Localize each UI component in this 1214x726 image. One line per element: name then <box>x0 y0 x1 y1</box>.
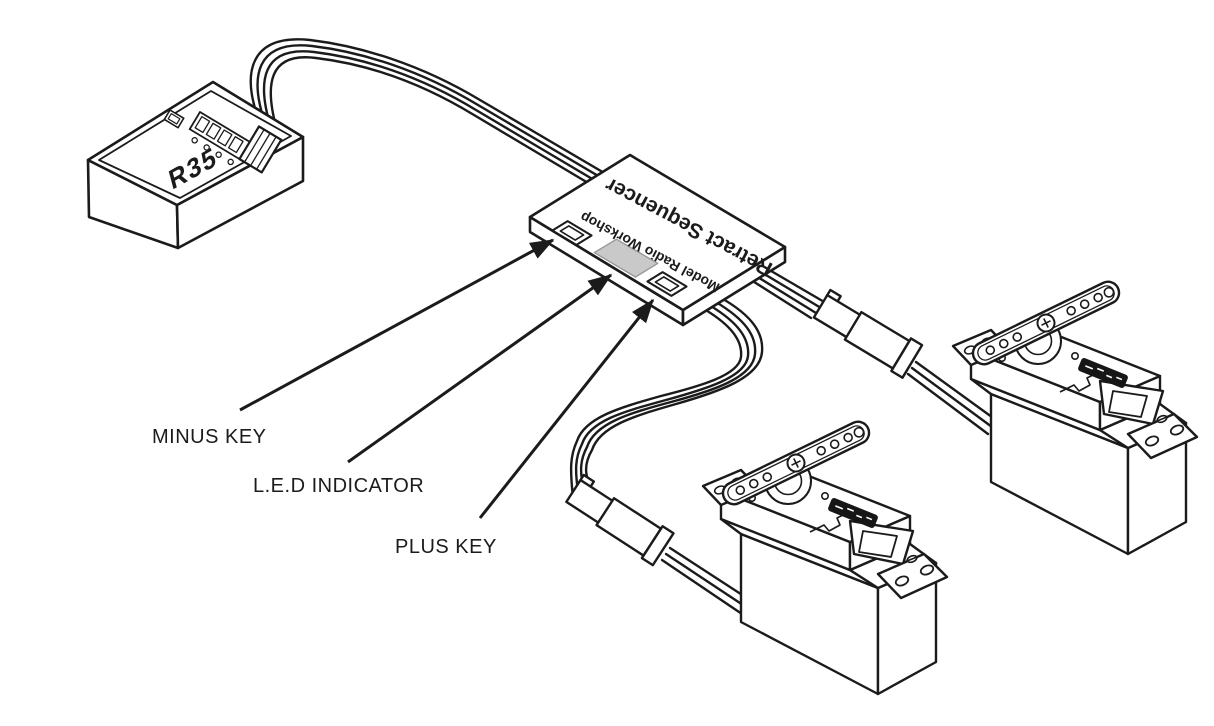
led-indicator <box>593 238 659 278</box>
minus-key-label: MINUS KEY <box>152 426 267 448</box>
channel-slot <box>227 136 244 154</box>
connector-collar <box>640 525 675 567</box>
channel-pin-hole <box>215 151 222 158</box>
minus-key <box>551 220 593 246</box>
led-indicator-arrow <box>347 273 613 464</box>
board-to-center-cable <box>569 292 764 500</box>
wiring <box>249 38 998 616</box>
connector-to-right-servo-wires <box>906 360 998 436</box>
connector-to-center-servo-wires <box>660 546 752 616</box>
plus-key <box>646 271 688 297</box>
channel-slot <box>216 129 233 147</box>
retract-sequencer-board: Retract Sequencer Model Radio Workshop <box>528 153 787 327</box>
servo-center <box>701 416 949 696</box>
receiver-cable <box>249 38 828 320</box>
led-indicator-label: L.E.D INDICATOR <box>253 475 424 497</box>
channel-pin-hole <box>227 158 234 166</box>
minus-key-arrow <box>239 238 555 412</box>
board-top-face <box>528 153 787 312</box>
channel-slot <box>194 115 211 134</box>
connector-collar <box>890 337 924 379</box>
plus-key-arrow <box>478 298 655 519</box>
receiver-connector-bank <box>188 111 283 174</box>
plus-key-label: PLUS KEY <box>395 536 497 558</box>
servo-connector-center <box>565 473 675 567</box>
servo-connector-right <box>812 288 924 379</box>
receiver-logo-badge <box>163 109 185 129</box>
channel-slot <box>205 122 222 140</box>
channel-pin-hole <box>191 137 198 144</box>
callouts: MINUS KEY L.E.D INDICATOR PLUS KEY <box>152 238 655 558</box>
radio-receiver: R35 <box>86 80 305 250</box>
channel-pin-hole <box>203 144 210 151</box>
